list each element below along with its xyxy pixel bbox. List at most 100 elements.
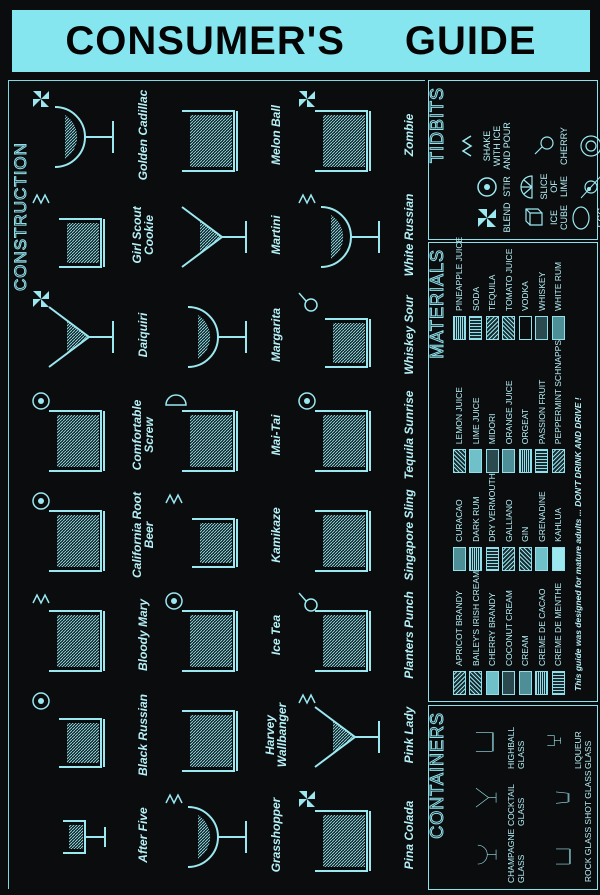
material-swatch — [469, 671, 483, 695]
rock-glass-icon — [298, 292, 371, 368]
material-swatch — [551, 546, 565, 571]
highball-glass-icon — [315, 510, 371, 572]
container-item: COCKTAIL GLASS — [459, 769, 526, 826]
material-item: DRY VERMOUTH — [484, 473, 501, 571]
material-label: WHITE RUM — [553, 261, 564, 311]
drink-name: Pina Colada — [402, 800, 416, 870]
material-item: GIN — [517, 473, 534, 571]
material-label: COCONUT CREAM — [503, 590, 514, 666]
material-swatch — [502, 546, 516, 571]
material-item: PASSION FRUIT — [534, 340, 551, 474]
drink-pina-colada: Pina Colada — [293, 785, 426, 885]
material-swatch — [485, 449, 499, 474]
drink-california-root-beer: California Root Beer — [27, 485, 160, 585]
material-label: WHISKEY — [536, 271, 547, 311]
highball-glass-icon — [165, 592, 238, 672]
material-swatch — [469, 449, 483, 474]
drink-bloody-mary: Bloody Mary — [27, 585, 160, 685]
drink-name: Melon Ball — [269, 105, 283, 166]
material-label: CREAM — [520, 635, 531, 666]
tidbit-item: CHERRY — [512, 121, 569, 171]
highball-glass-icon — [299, 91, 371, 172]
material-label: LIME JUICE — [470, 397, 481, 445]
tidbit-item: PINEAPPLE — [569, 121, 600, 171]
drink-grasshopper: Grasshopper — [160, 785, 293, 885]
material-item: CREME DE CACAO — [534, 571, 551, 695]
container-item: ROCK GLASS — [526, 826, 593, 883]
title-banner: CONSUMER'S GUIDE — [12, 10, 590, 72]
highball-glass-icon — [32, 492, 105, 572]
drink-after-five: After Five — [27, 785, 160, 885]
material-item: PINEAPPLE JUICE — [451, 237, 468, 340]
material-item: TEQUILA — [484, 237, 501, 340]
materials-grid: APRICOT BRANDY CURACAO LEMON JUICE PINEAPPL… — [451, 237, 567, 695]
material-label: APRICOT BRANDY — [454, 590, 465, 666]
highball-glass-icon — [298, 392, 371, 472]
tidbits-panel: TIDBITS BLEND STIR SHAKE WITH ICE AND POUR… — [427, 80, 600, 240]
material-item: WHITE RUM — [550, 237, 567, 340]
tidbits-label: TIDBITS — [427, 87, 448, 164]
material-item: ORGEAT — [517, 340, 534, 474]
container-label: CHAMPAGNE GLASS — [506, 828, 526, 883]
tidbit-item: ICE CUBE — [512, 202, 569, 233]
material-item: CURACAO — [451, 473, 468, 571]
cocktail-glass-icon — [298, 693, 380, 768]
material-label: ORANGE JUICE — [503, 380, 514, 445]
material-item: CREAM — [517, 571, 534, 695]
material-swatch — [551, 671, 565, 695]
rock-glass-icon — [556, 849, 571, 865]
material-swatch — [452, 671, 466, 695]
drink-name: Golden Cadillac — [136, 89, 150, 181]
liqueur-glass-icon — [547, 735, 561, 747]
material-label: BAILEY'S IRISH CREAM — [470, 570, 481, 666]
material-swatch — [485, 671, 499, 695]
drink-name: Daiquiri — [136, 312, 150, 358]
pinwheel-icon — [478, 208, 496, 227]
highball-glass-icon — [475, 732, 494, 753]
drink-name: Black Russian — [136, 693, 150, 777]
container-label: LIQUEUR GLASS — [573, 731, 593, 769]
champagne-glass-icon — [165, 793, 247, 868]
tidbit-label: STIR — [502, 176, 512, 197]
drink-planters-punch: Planters Punch — [293, 585, 426, 685]
material-label: MIDORI — [487, 413, 498, 445]
drink-zombie: Zombie — [293, 85, 426, 185]
material-swatch — [551, 315, 565, 340]
material-item: ORANGE JUICE — [501, 340, 518, 474]
highball-glass-icon — [182, 110, 238, 172]
container-label: COCKTAIL GLASS — [506, 784, 526, 826]
material-swatch — [535, 671, 549, 695]
container-label: ROCK GLASS — [583, 826, 593, 883]
container-item: SHOT GLASS — [526, 769, 593, 826]
olive-icon — [580, 175, 600, 198]
tidbit-label: SHAKE WITH ICE AND POUR — [482, 122, 512, 170]
drink-name: Margarita — [269, 307, 283, 363]
rock-glass-icon — [165, 493, 238, 568]
drink-melon-ball: Melon Ball — [160, 85, 293, 185]
drink-comfortable-screw: Comfortable Screw — [27, 385, 160, 485]
material-label: TEQUILA — [487, 274, 498, 311]
material-item: CHERRY BRANDY — [484, 571, 501, 695]
material-label: DRY VERMOUTH — [487, 473, 498, 542]
highball-glass-icon — [32, 392, 105, 472]
tidbit-item: SLICE OF LIME — [512, 171, 569, 202]
material-label: ORGEAT — [520, 408, 531, 445]
material-swatch — [502, 315, 516, 340]
material-swatch — [469, 315, 483, 340]
tidbit-item: BLEND — [455, 202, 512, 233]
zigzag-icon — [461, 135, 473, 157]
lime-slice-icon — [520, 174, 533, 199]
rock-glass-icon — [32, 692, 105, 768]
drink-name: Comfortable Screw — [130, 399, 156, 471]
tidbit-label: BLEND — [502, 202, 512, 233]
highball-glass-icon — [32, 593, 105, 672]
highball-glass-icon — [182, 710, 238, 772]
material-swatch — [502, 449, 516, 474]
drink-name: Bloody Mary — [136, 599, 150, 672]
drink-tequila-sunrise: Tequila Sunrise — [293, 385, 426, 485]
cherry-icon — [534, 136, 554, 155]
material-item: COCONUT CREAM — [501, 571, 518, 695]
material-label: LEMON JUICE — [454, 387, 465, 445]
